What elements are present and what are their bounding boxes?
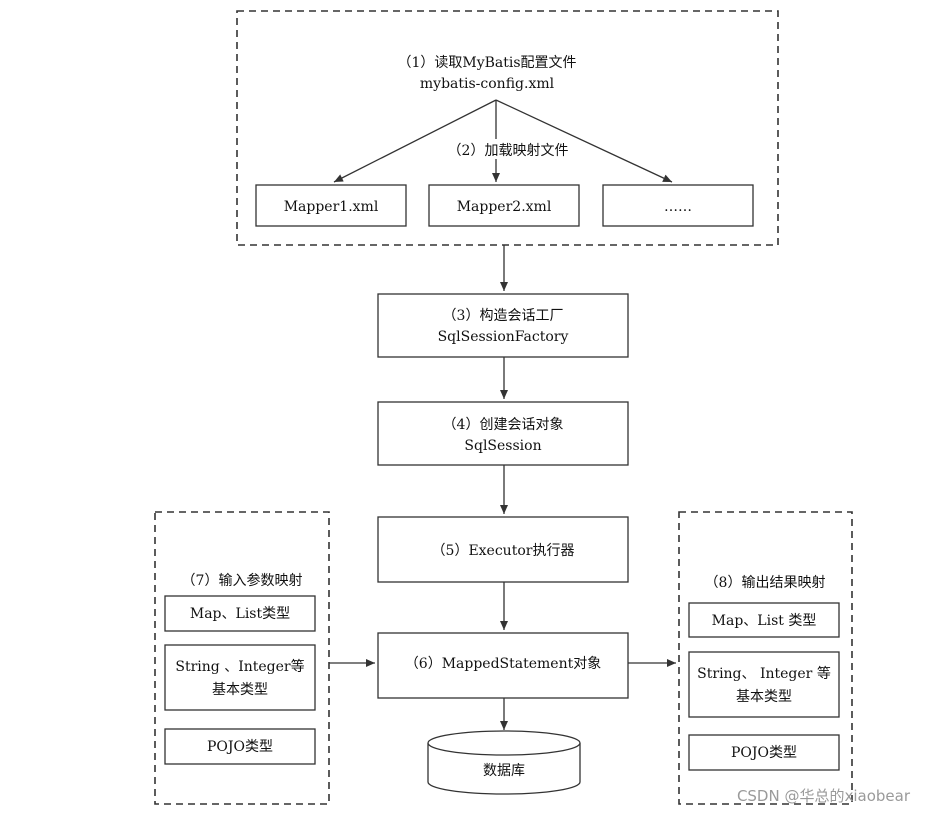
mapper2-label: Mapper2.xml — [457, 199, 552, 215]
database-label: 数据库 — [483, 763, 525, 779]
csdn-watermark: CSDN @华总的xiaobear — [737, 787, 911, 805]
input-mapping-frame — [154, 511, 330, 805]
input-basic-line1: String 、Integer等 — [175, 658, 304, 675]
step3-title: （3）构造会话工厂 — [443, 308, 564, 324]
step3-class: SqlSessionFactory — [438, 329, 569, 345]
output-mapping-title: （8）输出结果映射 — [705, 575, 826, 591]
step2-label-bg — [438, 139, 578, 159]
config-group-frame — [236, 10, 779, 246]
input-map-list-label: Map、List类型 — [190, 606, 290, 622]
mapper2-box — [428, 184, 580, 227]
output-basic-line1: String、 Integer 等 — [697, 665, 831, 682]
step2-label: （2）加载映射文件 — [448, 143, 569, 159]
mapper-more-label: …… — [664, 199, 692, 215]
output-basic-line2: 基本类型 — [736, 688, 792, 705]
step6-label: （6）MappedStatement对象 — [405, 656, 601, 672]
arrow-config-to-mapper1 — [333, 99, 497, 183]
input-basic-box — [164, 644, 316, 711]
step5-label: （5）Executor执行器 — [432, 543, 575, 559]
mapper-more-box — [602, 184, 754, 227]
output-mapping-frame — [678, 511, 853, 805]
output-basic-box — [688, 651, 840, 718]
step1-filename: mybatis-config.xml — [420, 76, 555, 92]
input-pojo-box — [164, 728, 316, 765]
mapper1-box — [255, 184, 407, 227]
database-cylinder — [427, 730, 581, 795]
step1-title: （1）读取MyBatis配置文件 — [397, 54, 576, 71]
input-pojo-label: POJO类型 — [207, 739, 273, 755]
step5-box — [377, 516, 629, 583]
input-map-list-box — [164, 595, 316, 632]
input-basic-line2: 基本类型 — [212, 681, 268, 698]
output-pojo-label: POJO类型 — [731, 745, 797, 761]
output-map-list-label: Map、List 类型 — [712, 613, 817, 629]
step4-class: SqlSession — [464, 438, 541, 454]
output-pojo-box — [688, 734, 840, 771]
mapper1-label: Mapper1.xml — [284, 199, 379, 215]
step3-box — [377, 293, 629, 358]
arrow-config-to-more — [495, 99, 673, 183]
output-map-list-box — [688, 602, 840, 638]
input-mapping-title: （7）输入参数映射 — [182, 572, 303, 589]
step4-title: （4）创建会话对象 — [443, 417, 564, 433]
step6-box — [377, 632, 629, 699]
step4-box — [377, 401, 629, 466]
